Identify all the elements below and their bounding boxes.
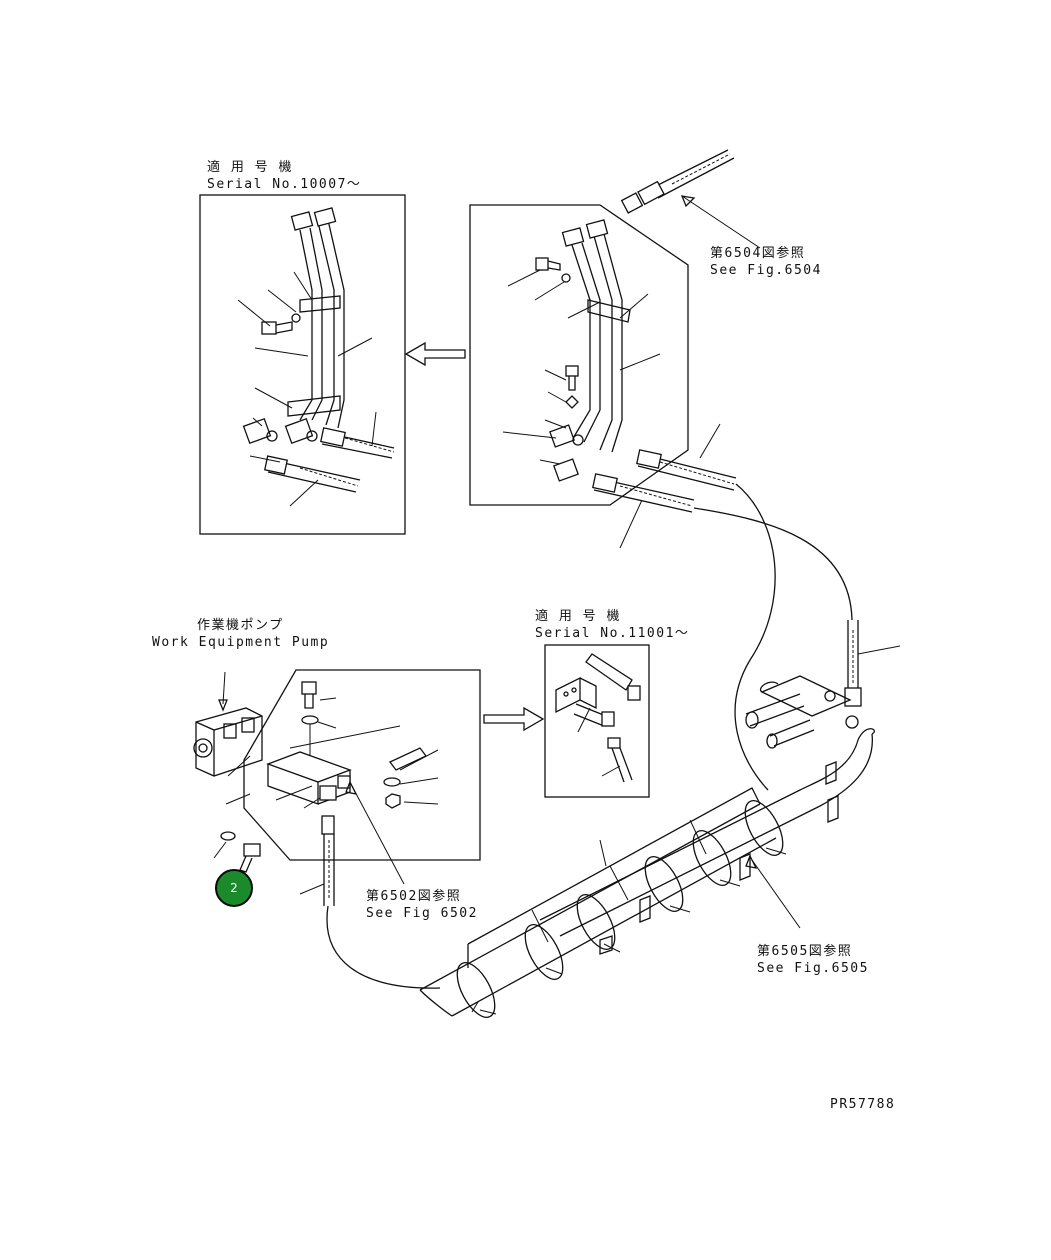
drawing-number: PR57788	[830, 1097, 896, 1112]
inset-lower-main	[243, 669, 481, 885]
hose-long-2	[693, 507, 853, 621]
inset-serial-11001	[544, 644, 650, 798]
arrow-left	[404, 341, 466, 367]
fig-6502-ref-jp: 第6502図参照	[366, 889, 462, 904]
inset-a-title-jp: 適 用 号 機	[207, 160, 293, 175]
pump-label-jp: 作業機ポンプ	[197, 618, 284, 633]
hose-ref-6504	[620, 149, 761, 249]
inset-b-title-en: Serial No.11001～	[535, 626, 690, 641]
inset-serial-10007	[199, 194, 406, 535]
fig-6504-ref-en: See Fig.6504	[710, 263, 822, 278]
hose-lower-long	[326, 905, 441, 989]
work-equipment-pump	[193, 671, 263, 777]
fig-6502-ref-en: See Fig 6502	[366, 906, 478, 921]
boom-pipe-assembly	[419, 675, 875, 1018]
part-callout-2[interactable]: 2	[215, 869, 253, 907]
pump-label-en: Work Equipment Pump	[152, 635, 330, 650]
inset-upper-main	[469, 204, 737, 549]
fig-6504-ref-jp: 第6504図参照	[710, 246, 806, 261]
fig-6505-ref-jp: 第6505図参照	[757, 944, 853, 959]
inset-a-title-en: Serial No.10007～	[207, 177, 362, 192]
fig-6505-ref-en: See Fig.6505	[757, 961, 869, 976]
hose-long-1	[734, 483, 776, 791]
inset-b-title-jp: 適 用 号 機	[535, 609, 621, 624]
arrow-right	[483, 706, 545, 732]
